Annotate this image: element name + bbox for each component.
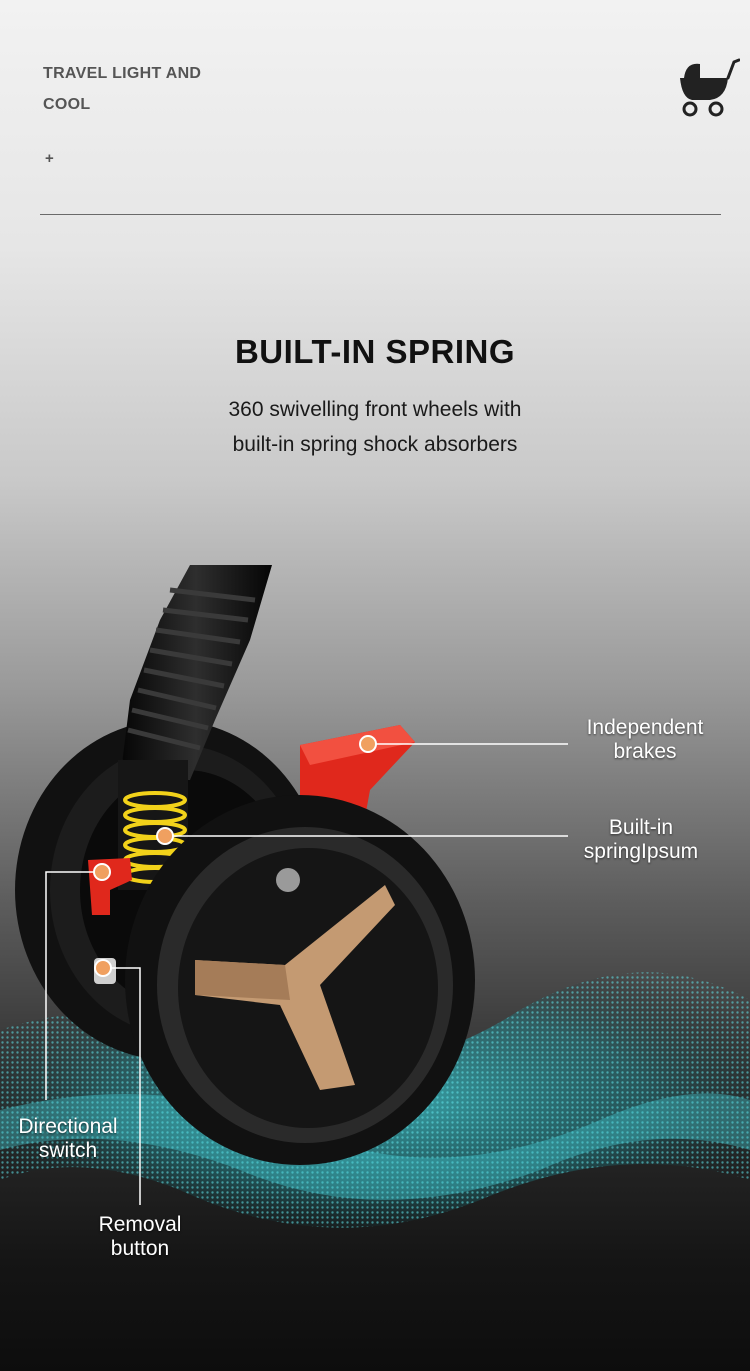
callout-leaders <box>45 743 568 1205</box>
tagline-line-1: TRAVEL LIGHT AND <box>43 65 202 82</box>
callout-directional: Directional switch <box>0 1115 136 1163</box>
tagline: TRAVEL LIGHT AND COOL <box>43 58 201 120</box>
section-title: BUILT-IN SPRING <box>234 333 516 370</box>
callout-directional-line-1: Directional <box>18 1115 118 1138</box>
plus-mark: + <box>45 150 54 167</box>
wheel-hub <box>195 885 395 1090</box>
subtitle-line-1: 360 swivelling front wheels with <box>228 398 522 421</box>
front-wheel <box>125 795 475 1165</box>
callout-directional-line-2: switch <box>38 1139 98 1162</box>
removal-dot <box>94 959 112 977</box>
callout-removal-line-2: button <box>110 1237 170 1260</box>
stroller-icon <box>680 58 740 117</box>
directional-dot <box>93 863 111 881</box>
section-subtitle: 360 swivelling front wheels with built-i… <box>150 392 600 462</box>
callout-spring-line-1: Built-in <box>608 816 674 839</box>
callout-removal: Removal button <box>72 1213 208 1261</box>
subtitle-line-2: built-in spring shock absorbers <box>232 433 518 456</box>
tagline-line-2: COOL <box>43 96 91 113</box>
header-divider <box>40 214 721 215</box>
callout-brakes: Independent brakes <box>570 716 720 764</box>
spring-dot <box>156 827 174 845</box>
callout-brakes-line-1: Independent <box>586 716 704 739</box>
callout-dots <box>93 735 377 977</box>
callout-spring: Built-in springIpsum <box>566 816 716 864</box>
callout-removal-line-1: Removal <box>98 1213 182 1236</box>
callout-spring-line-2: springIpsum <box>583 840 699 863</box>
brakes-dot <box>359 735 377 753</box>
callout-brakes-line-2: brakes <box>613 740 677 763</box>
